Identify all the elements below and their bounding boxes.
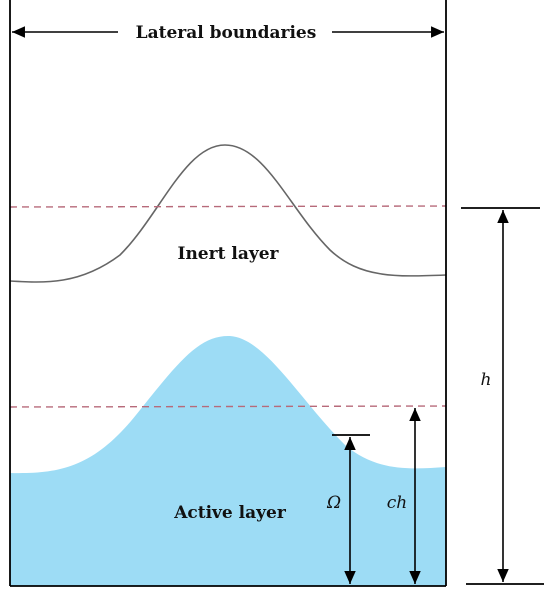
h-label: h (481, 370, 492, 390)
inert-layer-curve (9, 144, 447, 283)
active-dashed-line (9, 405, 447, 408)
inert-layer-label: Inert layer (178, 244, 280, 264)
active-layer-label: Active layer (173, 503, 287, 523)
active-layer-fill (10, 335, 446, 586)
lateral-boundaries-label: Lateral boundaries (136, 23, 317, 43)
inert-dashed-line (9, 205, 447, 208)
ch-label: ch (387, 493, 407, 513)
omega-label: Ω (326, 493, 341, 513)
